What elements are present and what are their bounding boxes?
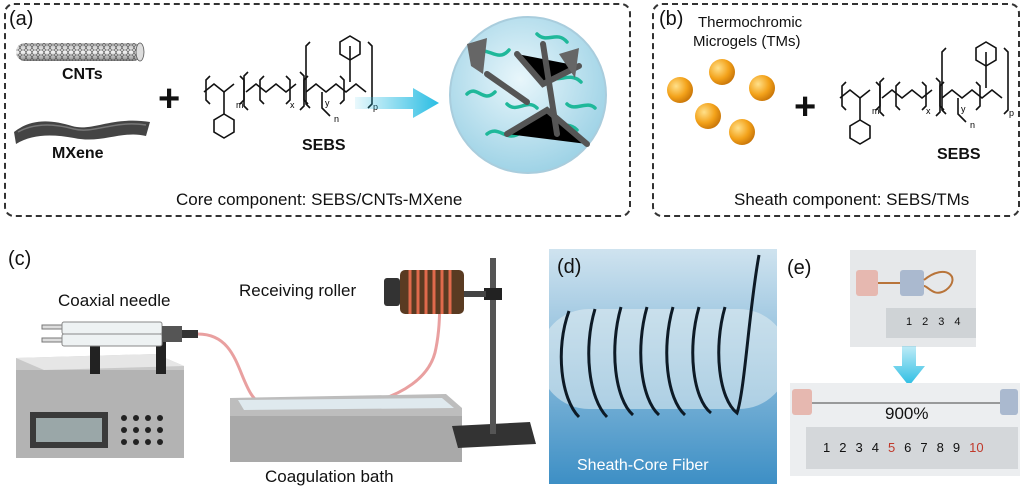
ruler-top-ticks: 1 2 3 4 bbox=[906, 316, 961, 328]
stand bbox=[452, 258, 536, 448]
plus-sign-a: + bbox=[158, 78, 181, 120]
tms-label-line2: Microgels (TMs) bbox=[693, 33, 801, 50]
coagulation-bath bbox=[230, 394, 462, 462]
syringe-pump bbox=[16, 338, 184, 458]
panel-c-label: (c) bbox=[8, 248, 32, 270]
panel-a-frame bbox=[4, 3, 631, 217]
ruler-bottom-tick: 7 bbox=[920, 440, 928, 455]
panel-b-label: (b) bbox=[659, 8, 684, 30]
ruler-top-tick: 1 bbox=[906, 316, 913, 328]
panel-a-caption: Core component: SEBS/CNTs-MXene bbox=[176, 190, 463, 209]
panel-e-label: (e) bbox=[787, 257, 812, 279]
panel-a-label: (a) bbox=[9, 8, 34, 30]
sebs-a-sub-x: x bbox=[290, 100, 295, 110]
sebs-b-sub-y: y bbox=[961, 104, 966, 114]
receiving-roller bbox=[384, 270, 464, 314]
sheath-core-fiber-photo bbox=[549, 249, 777, 484]
panel-b-caption: Sheath component: SEBS/TMs bbox=[734, 190, 970, 209]
microgel-cluster bbox=[667, 59, 775, 145]
ruler-top-tick: 4 bbox=[954, 316, 961, 328]
coaxial-needle-label: Coaxial needle bbox=[58, 291, 171, 310]
sebs-a-sub-y: y bbox=[325, 98, 330, 108]
unstretched-fiber-photo bbox=[850, 250, 976, 347]
syringes bbox=[41, 321, 198, 347]
sebs-a-sub-m: m bbox=[236, 100, 244, 110]
right-arrow-icon bbox=[355, 88, 439, 118]
stretched-fiber-photo bbox=[790, 383, 1020, 476]
coagulation-bath-label: Coagulation bath bbox=[265, 467, 394, 486]
ruler-bottom-ticks: 1 2 3 4 5 6 7 8 9 10 bbox=[823, 440, 984, 455]
down-arrow-icon bbox=[893, 346, 925, 386]
ruler-bottom-tick: 4 bbox=[871, 440, 879, 455]
plus-sign-b: + bbox=[794, 86, 817, 128]
mxene-sheet-icon bbox=[14, 120, 150, 144]
panel-d-caption: Sheath-Core Fiber bbox=[577, 457, 709, 474]
ruler-bottom-tick: 5 bbox=[887, 440, 896, 455]
panel-d-label: (d) bbox=[557, 256, 582, 278]
sebs-a-sub-n: n bbox=[334, 114, 339, 124]
ruler-bottom-tick: 6 bbox=[904, 440, 912, 455]
ruler-bottom-tick: 9 bbox=[952, 440, 961, 455]
sebs-b-sub-m: m bbox=[872, 106, 880, 116]
sebs-structure-a: m x y n p bbox=[203, 35, 378, 139]
panel-b-frame bbox=[652, 3, 1020, 217]
ruler-bottom-tick: 3 bbox=[855, 440, 863, 455]
sebs-label-a: SEBS bbox=[302, 137, 346, 154]
wet-spinning-setup bbox=[16, 258, 536, 462]
tms-label-line1: Thermochromic bbox=[698, 14, 803, 31]
strain-label: 900% bbox=[885, 404, 929, 423]
ruler-bottom-tick: 1 bbox=[823, 440, 831, 455]
cnts-label: CNTs bbox=[62, 66, 103, 83]
sebs-b-sub-p: p bbox=[1009, 108, 1014, 118]
cnt-tube-icon bbox=[16, 42, 145, 62]
sebs-b-sub-n: n bbox=[970, 120, 975, 130]
mxene-label: MXene bbox=[52, 145, 104, 162]
composite-sphere bbox=[449, 16, 607, 174]
ruler-top-tick: 2 bbox=[922, 316, 929, 328]
sebs-b-sub-x: x bbox=[926, 106, 931, 116]
ruler-bottom-tick: 2 bbox=[839, 440, 847, 455]
ruler-bottom-tick: 10 bbox=[969, 440, 984, 455]
ruler-top-tick: 3 bbox=[938, 316, 945, 328]
sebs-label-b: SEBS bbox=[937, 146, 981, 163]
receiving-roller-label: Receiving roller bbox=[239, 281, 357, 300]
sebs-structure-b: m x y n p bbox=[839, 41, 1014, 145]
ruler-bottom-tick: 8 bbox=[936, 440, 944, 455]
